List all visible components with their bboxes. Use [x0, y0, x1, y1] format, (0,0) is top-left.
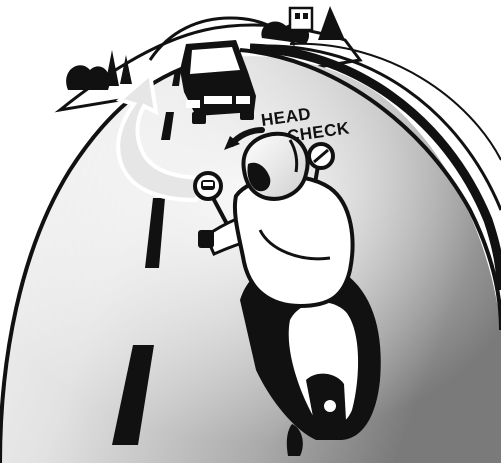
house: [290, 8, 312, 30]
